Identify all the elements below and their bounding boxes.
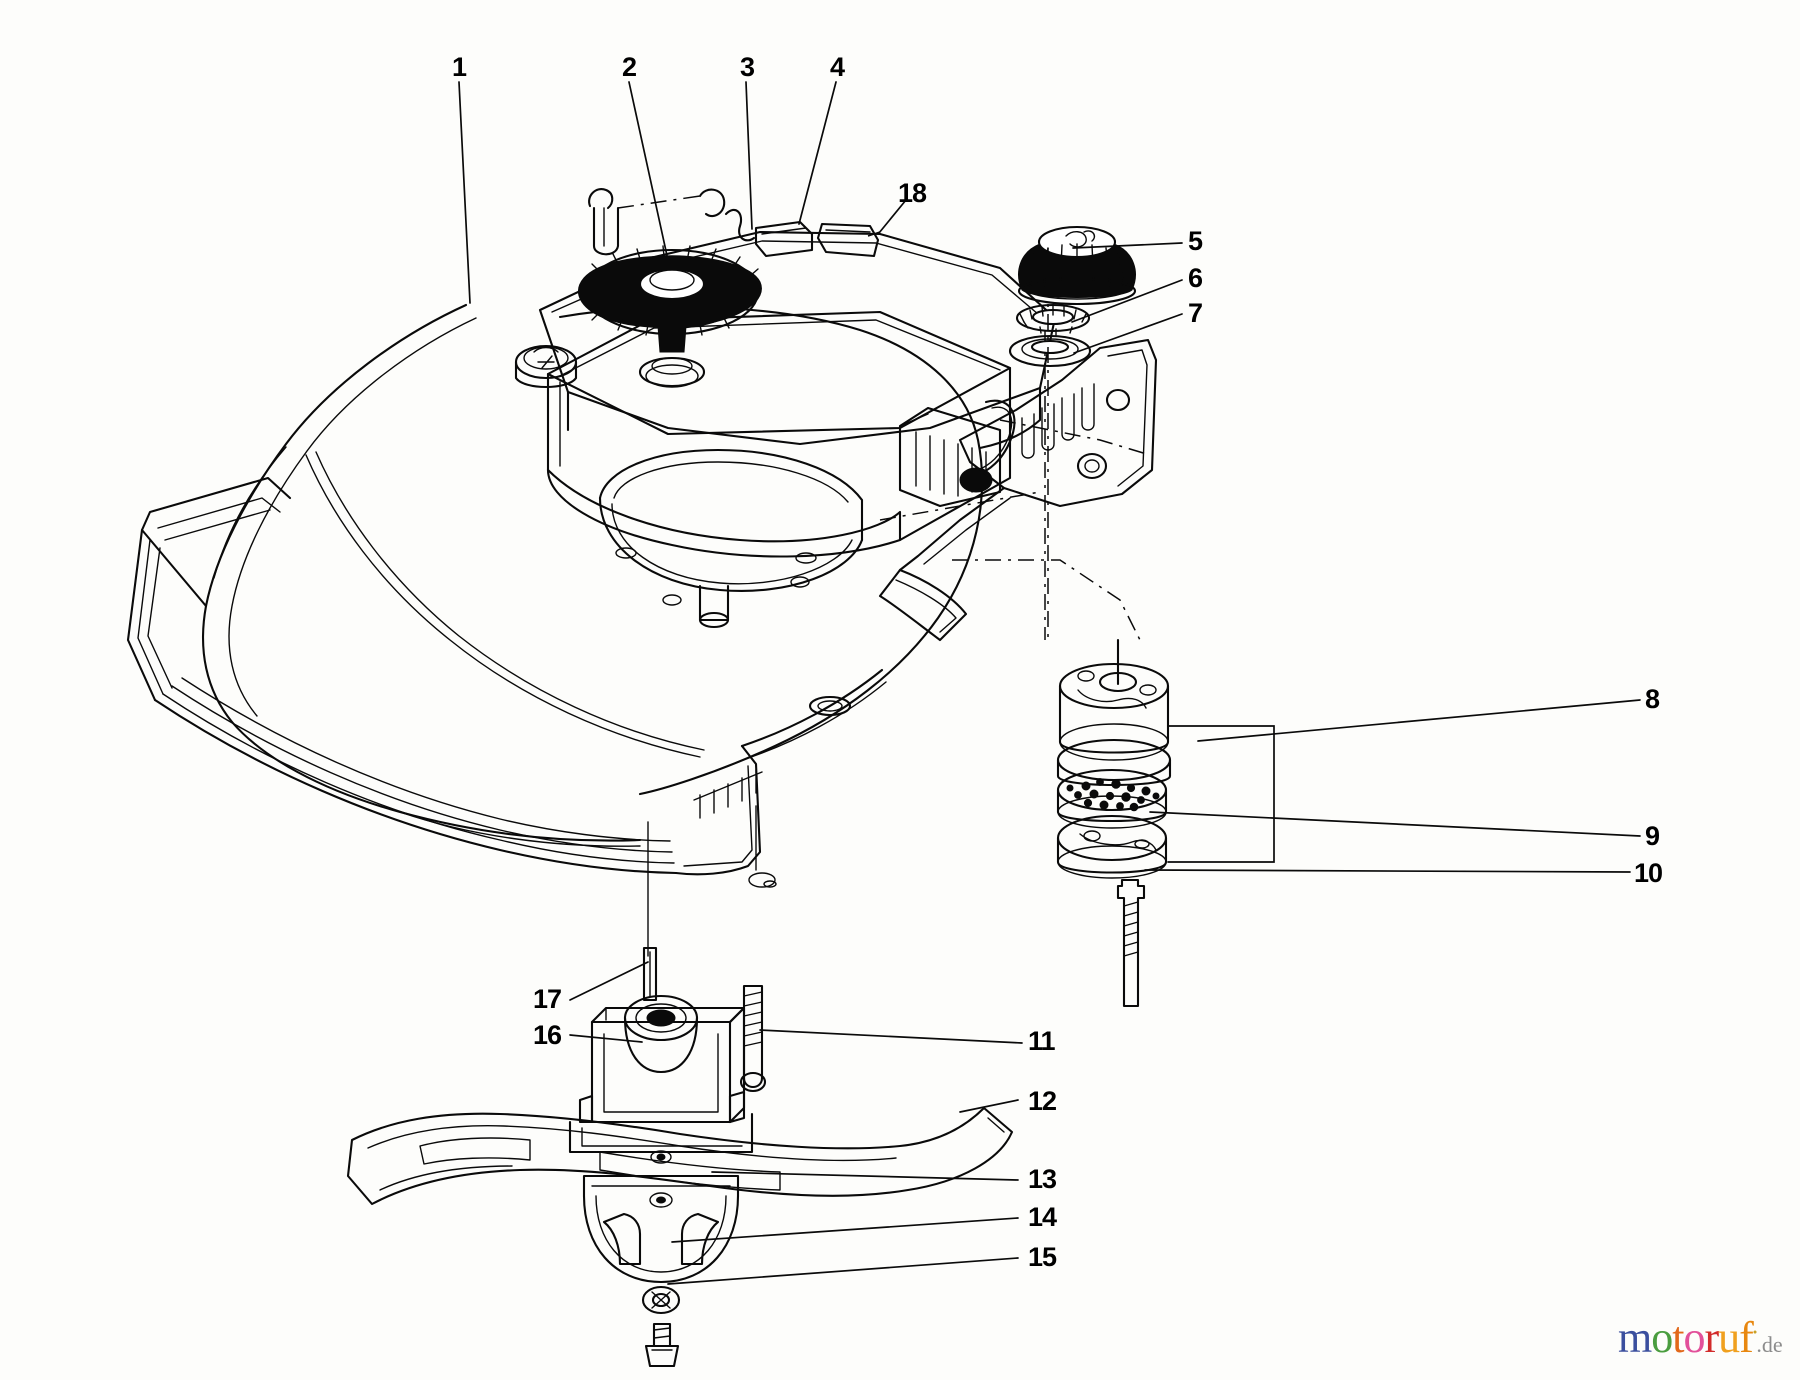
- air-cleaner-screw: [1116, 878, 1146, 1008]
- callout-5[interactable]: 5: [1188, 226, 1203, 256]
- callout-6[interactable]: 6: [1188, 263, 1203, 293]
- callout-1[interactable]: 1: [452, 52, 467, 82]
- callout-2[interactable]: 2: [622, 52, 637, 82]
- engine-assembly: [514, 188, 1057, 629]
- callout-11[interactable]: 11: [1028, 1026, 1056, 1056]
- callout-15[interactable]: 15: [1028, 1242, 1057, 1272]
- watermark-suffix: .de: [1756, 1332, 1783, 1357]
- watermark-letter-t: t: [1672, 1313, 1684, 1362]
- fuel-cap: [514, 344, 578, 388]
- watermark-letter-m: m: [1618, 1313, 1652, 1362]
- hex-bolt: [644, 1322, 680, 1368]
- flat-washer-air: [1008, 334, 1092, 368]
- air-cleaner-knob: [1017, 225, 1137, 306]
- callout-16[interactable]: 16: [533, 1020, 562, 1050]
- watermark-dot: •: [1752, 1324, 1757, 1340]
- cutting-blade: [346, 1106, 1014, 1206]
- callout-10[interactable]: 10: [1634, 858, 1663, 888]
- callout-7[interactable]: 7: [1188, 298, 1203, 328]
- blade-hub-adapter: [568, 994, 754, 1154]
- callout-18[interactable]: 18: [898, 178, 927, 208]
- leader-lines-right: [1071, 242, 1641, 873]
- handle-bracket: [878, 338, 1158, 642]
- callout-4[interactable]: 4: [830, 52, 845, 82]
- motoruf-watermark: motoruf•.de: [1618, 1312, 1783, 1363]
- mower-deck-housing: [126, 303, 984, 888]
- leader-lines-bottom: [569, 805, 1023, 1285]
- callout-3[interactable]: 3: [740, 52, 755, 82]
- callout-9[interactable]: 9: [1645, 821, 1660, 851]
- lock-washer-blade: [641, 1285, 681, 1315]
- callout-17[interactable]: 17: [533, 984, 562, 1014]
- blade-assembly: [346, 946, 1014, 1368]
- starter-pulley-flywheel: [578, 245, 762, 388]
- watermark-letter-o2: o: [1683, 1313, 1705, 1362]
- callout-8[interactable]: 8: [1645, 684, 1660, 714]
- watermark-letter-u: u: [1718, 1313, 1740, 1362]
- callout-13[interactable]: 13: [1028, 1164, 1057, 1194]
- watermark-letter-r: r: [1704, 1313, 1719, 1362]
- woodruff-key: [642, 946, 658, 1002]
- callout-14[interactable]: 14: [1028, 1202, 1057, 1232]
- callout-12[interactable]: 12: [1028, 1086, 1057, 1116]
- watermark-letter-f: f: [1739, 1313, 1754, 1362]
- watermark-letter-o1: o: [1651, 1313, 1673, 1362]
- blade-adapter-cover: [582, 1174, 740, 1284]
- air-cleaner-assembly: [1056, 638, 1275, 1008]
- lock-washer-air: [1015, 303, 1091, 336]
- air-cleaner-knob-stack: [1008, 225, 1137, 640]
